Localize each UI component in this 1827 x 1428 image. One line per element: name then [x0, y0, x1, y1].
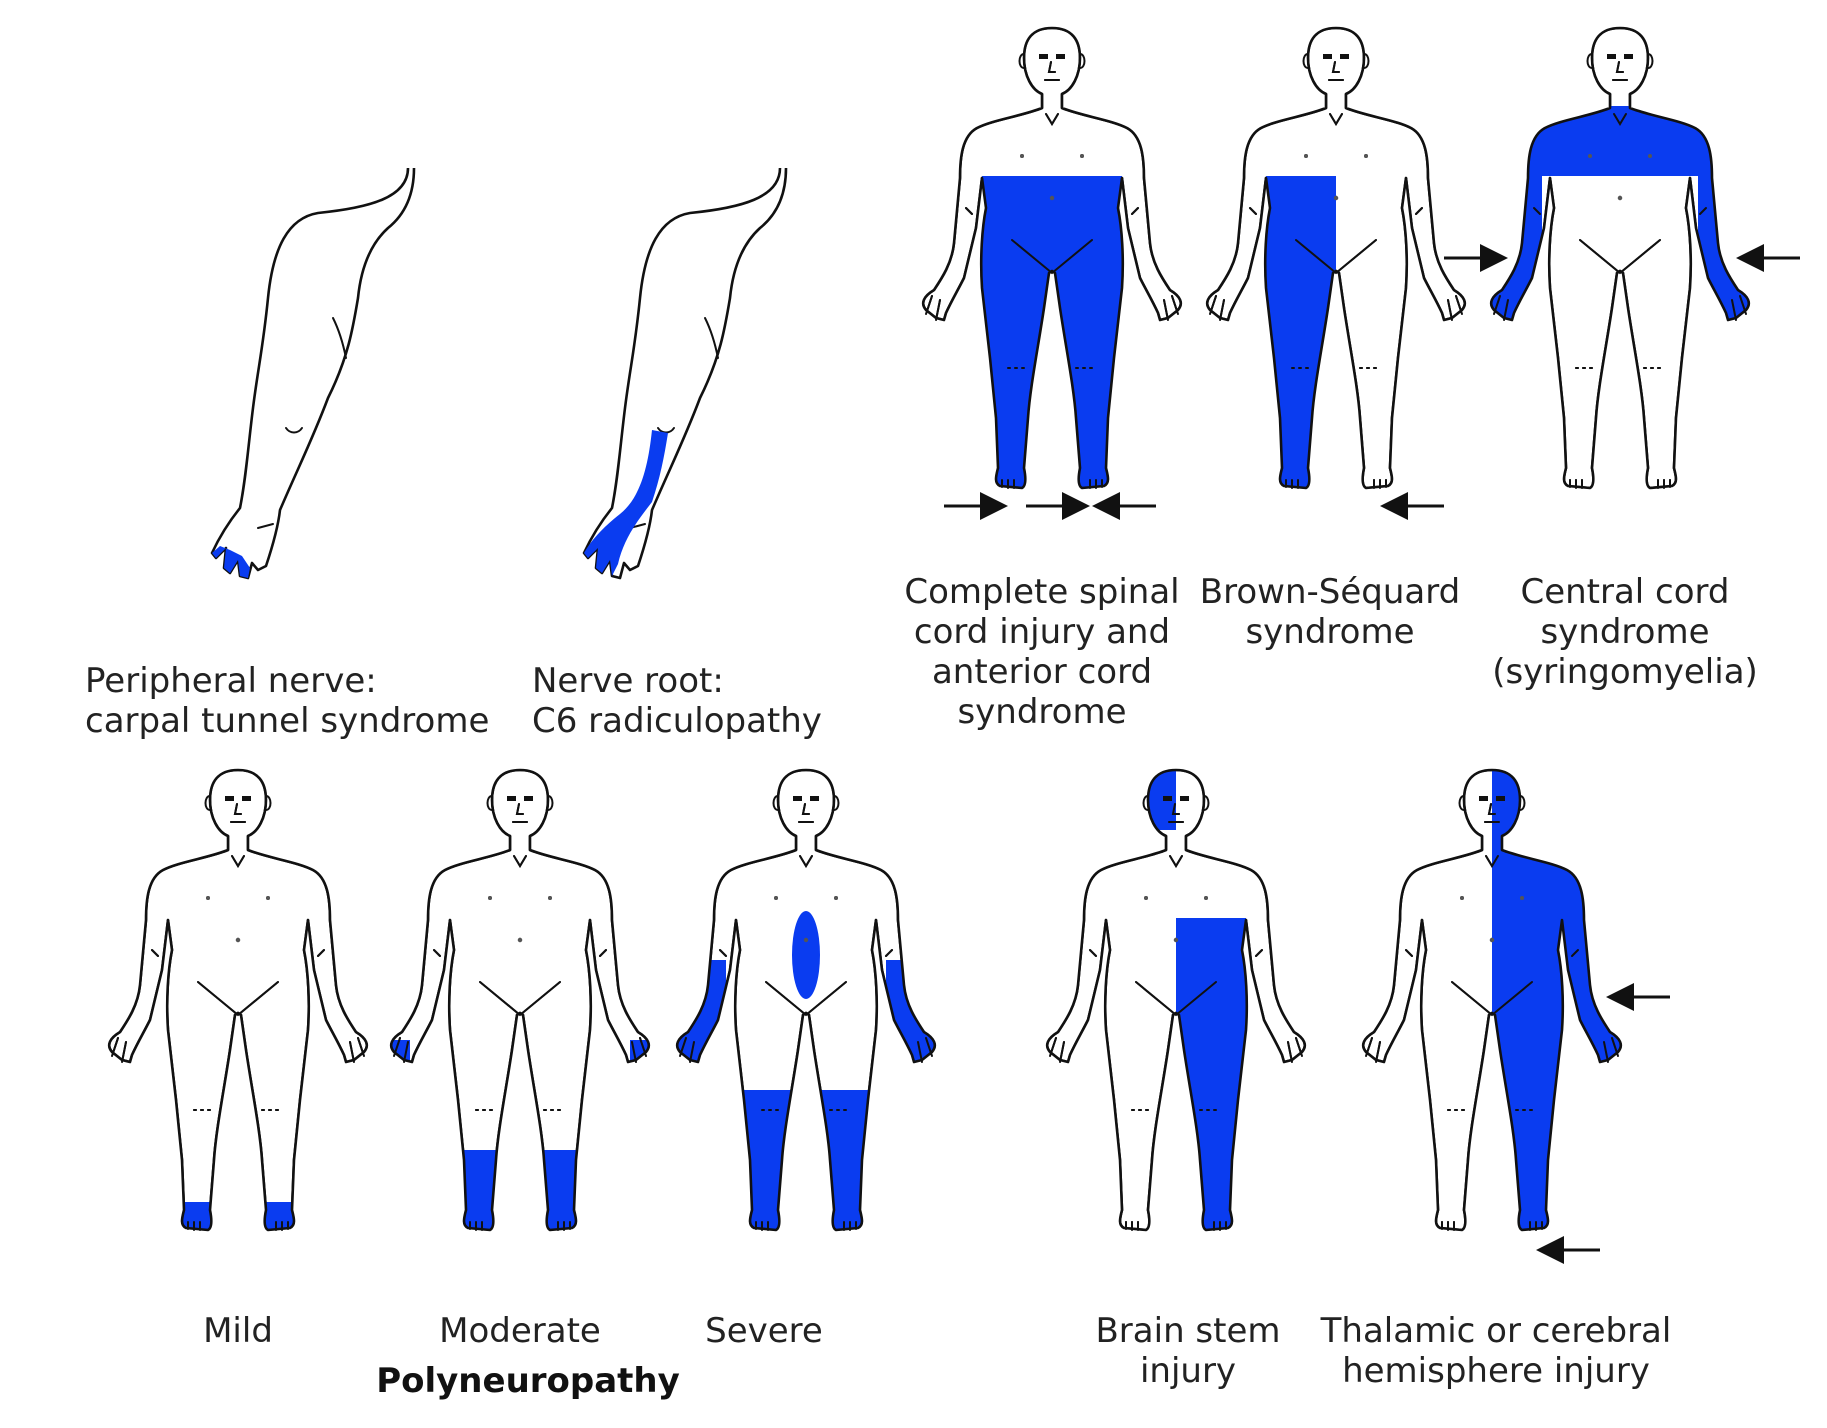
figure-moderate	[391, 770, 649, 1230]
shaded-region	[450, 1150, 590, 1230]
caption-line: injury	[1140, 1351, 1236, 1391]
shaded-region	[1492, 770, 1621, 1230]
arrow-icon	[1734, 242, 1802, 274]
figure-severe	[677, 770, 935, 1230]
caption-brain-stem: Brain stem injury	[1095, 1311, 1280, 1391]
shaded-region	[1146, 770, 1176, 830]
caption-line: anterior cord	[932, 652, 1152, 692]
caption-line: carpal tunnel syndrome	[85, 701, 489, 741]
arrow-icon	[1378, 490, 1446, 522]
caption-brown-sequard: Brown-Séquard syndrome	[1200, 572, 1460, 652]
shaded-region	[1176, 918, 1246, 1230]
group-title-polyneuropathy: Polyneuropathy	[376, 1361, 680, 1401]
caption-peripheral-nerve: Peripheral nerve: carpal tunnel syndrome	[85, 661, 489, 741]
shaded-region	[584, 430, 668, 576]
shaded-region	[677, 960, 726, 1070]
caption-line: Central cord	[1520, 572, 1729, 612]
arrow-icon	[1534, 1234, 1602, 1266]
caption-line: Nerve root:	[532, 661, 724, 701]
caption-line: C6 radiculopathy	[532, 701, 822, 741]
caption-line: Peripheral nerve:	[85, 661, 377, 701]
caption-line: Severe	[705, 1311, 823, 1351]
caption-mild: Mild	[203, 1311, 273, 1351]
caption-line: Brown-Séquard	[1200, 572, 1460, 612]
arrow-icon	[1024, 490, 1092, 522]
figure-peripheral-nerve	[210, 166, 416, 580]
figure-mild	[109, 770, 367, 1230]
shaded-region	[1698, 168, 1749, 328]
caption-complete-spinal: Complete spinal cord injury and anterior…	[904, 572, 1179, 732]
shaded-region	[886, 960, 935, 1070]
shaded-region	[212, 546, 250, 578]
arrow-icon	[1090, 490, 1158, 522]
figure-brain-stem	[1047, 770, 1305, 1230]
shaded-region	[168, 1202, 308, 1230]
caption-line: Brain stem	[1095, 1311, 1280, 1351]
caption-line: cord injury and	[914, 612, 1170, 652]
shaded-region	[630, 1040, 649, 1070]
figure-brown-sequard	[1207, 28, 1465, 488]
caption-nerve-root: Nerve root: C6 radiculopathy	[532, 661, 822, 741]
shaded-region	[1491, 106, 1749, 176]
caption-line: syndrome	[1540, 612, 1709, 652]
caption-severe: Severe	[705, 1311, 823, 1351]
caption-line: hemisphere injury	[1342, 1351, 1650, 1391]
shaded-region	[1266, 176, 1336, 488]
shaded-region	[391, 1040, 410, 1070]
arrow-icon	[1442, 242, 1510, 274]
caption-line: Mild	[203, 1311, 273, 1351]
caption-line: Complete spinal	[904, 572, 1179, 612]
shaded-region	[1491, 168, 1542, 328]
caption-line: (syringomyelia)	[1492, 652, 1758, 692]
caption-line: syndrome	[1245, 612, 1414, 652]
arrow-icon	[942, 490, 1010, 522]
arrow-icon	[1604, 981, 1672, 1013]
caption-central-cord: Central cord syndrome (syringomyelia)	[1492, 572, 1758, 692]
caption-line: Thalamic or cerebral	[1320, 1311, 1672, 1351]
figure-nerve-root	[582, 166, 788, 580]
caption-line: syndrome	[957, 692, 1126, 732]
figure-complete-spinal	[923, 28, 1181, 488]
figure-central-cord	[1491, 28, 1749, 488]
caption-thalamic: Thalamic or cerebral hemisphere injury	[1320, 1311, 1672, 1391]
caption-line: Moderate	[439, 1311, 601, 1351]
figure-thalamic	[1363, 770, 1621, 1230]
shaded-region	[792, 911, 820, 999]
caption-moderate: Moderate	[439, 1311, 601, 1351]
shaded-region	[736, 1090, 876, 1230]
